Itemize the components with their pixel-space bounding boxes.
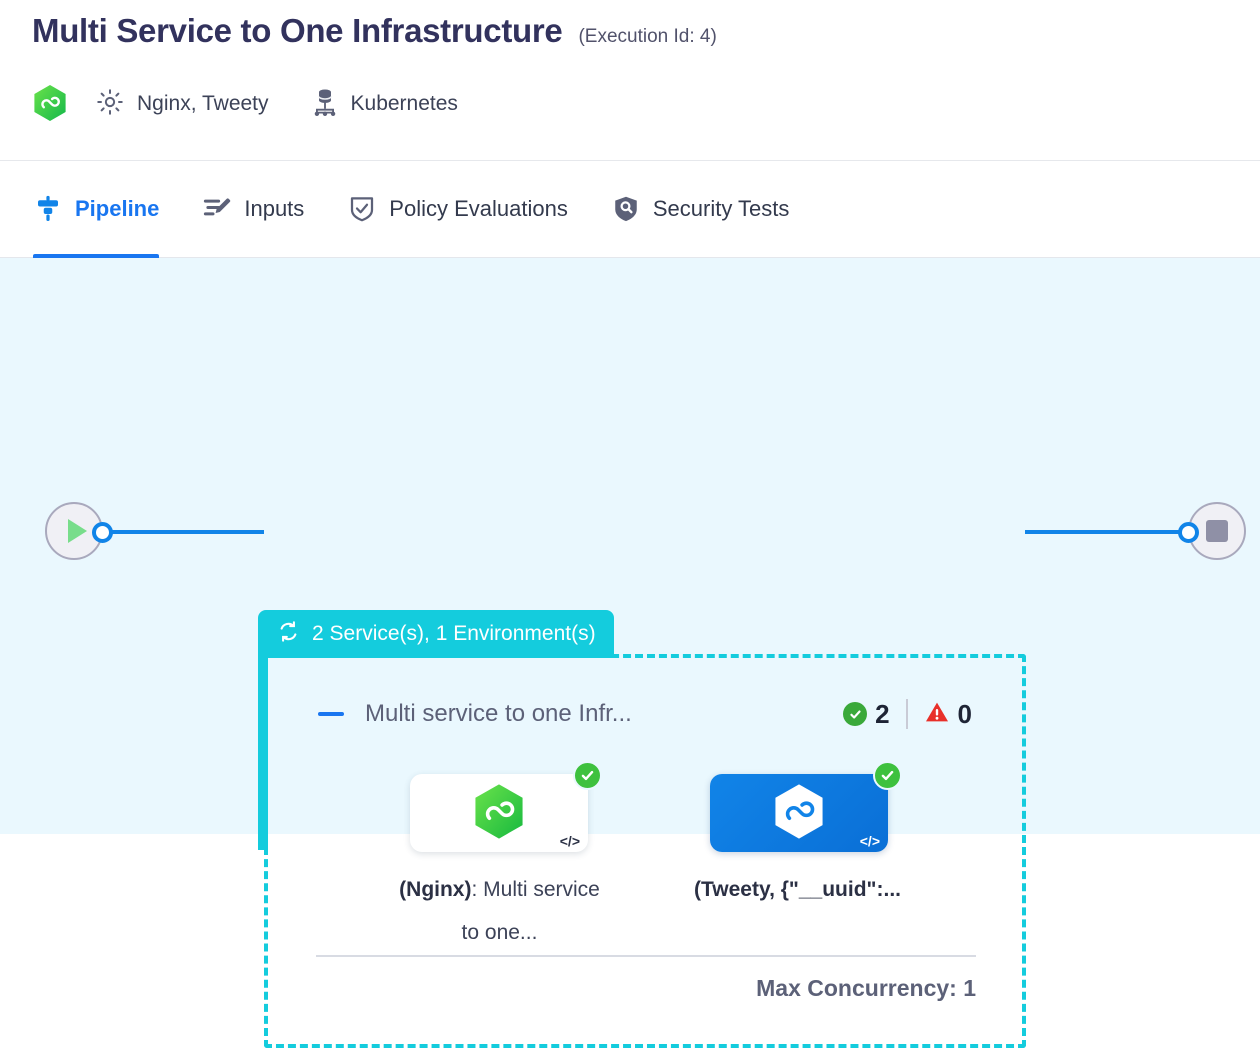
- start-connector-dot: [92, 522, 113, 543]
- service-node-label-nginx: (Nginx): Multi service to one...: [392, 868, 607, 954]
- service-node-label-rest: : Multi service to one...: [461, 878, 600, 944]
- service-node-tweety[interactable]: </>: [710, 761, 902, 852]
- service-node-nginx[interactable]: </>: [410, 761, 602, 852]
- success-count: 2: [875, 698, 890, 729]
- services-label: Nginx, Tweety: [137, 92, 269, 115]
- warning-triangle-icon: [924, 700, 950, 729]
- pipeline-start-node[interactable]: [45, 502, 103, 560]
- max-concurrency-label: Max Concurrency: 1: [756, 975, 976, 1001]
- tab-label: Inputs: [244, 196, 305, 221]
- group-counters: 2 0: [843, 699, 972, 730]
- connector-line-right: [1025, 530, 1190, 534]
- gear-icon: [95, 87, 125, 122]
- execution-id-label: (Execution Id: 4): [578, 26, 717, 47]
- database-network-icon: [311, 87, 339, 122]
- code-brackets-icon[interactable]: </>: [559, 833, 580, 849]
- service-node-label-tweety: (Tweety, {"__uuid":...: [690, 868, 905, 911]
- group-title: Multi service to one Infr...: [365, 700, 632, 727]
- tab-label: Security Tests: [652, 196, 790, 221]
- pipeline-canvas: 2 Service(s), 1 Environment(s) Multi ser…: [0, 258, 1260, 1048]
- minus-icon[interactable]: [318, 712, 344, 716]
- shield-check-icon: [347, 194, 377, 224]
- connector-line-left: [102, 530, 264, 534]
- check-circle-icon: [573, 761, 602, 790]
- hexagon-infinity-logo-icon: [771, 782, 827, 849]
- service-node-label-name: (Tweety, {"__uuid":...: [694, 878, 901, 901]
- tab-label: Pipeline: [75, 196, 160, 221]
- success-counter: 2: [843, 698, 890, 730]
- tab-policy-evaluations[interactable]: Policy Evaluations: [347, 161, 568, 258]
- group-badge-label: 2 Service(s), 1 Environment(s): [312, 622, 596, 645]
- inputs-edit-icon: [202, 194, 232, 224]
- group-left-accent-bar: [258, 650, 268, 850]
- stop-icon: [1206, 520, 1228, 542]
- hexagon-infinity-logo-icon: [471, 782, 527, 849]
- code-brackets-icon[interactable]: </>: [859, 833, 880, 849]
- counter-divider: [905, 699, 908, 729]
- check-circle-icon: [843, 702, 868, 726]
- shield-search-icon: [611, 194, 641, 224]
- tab-label: Policy Evaluations: [389, 196, 568, 221]
- page-header: Multi Service to One Infrastructure (Exe…: [0, 0, 1260, 161]
- end-connector-dot: [1178, 522, 1199, 543]
- tab-security-tests[interactable]: Security Tests: [611, 161, 790, 258]
- tab-pipeline[interactable]: Pipeline: [33, 161, 160, 258]
- product-logo-icon: [32, 84, 68, 124]
- play-icon: [67, 519, 87, 543]
- service-node-label-name: (Nginx): [399, 878, 472, 901]
- warning-counter: 0: [924, 699, 972, 730]
- check-circle-icon: [873, 761, 902, 790]
- infrastructure-label: Kubernetes: [350, 92, 458, 115]
- tab-inputs[interactable]: Inputs: [202, 161, 304, 258]
- tab-bar: Pipeline Inputs Policy Evaluations: [0, 161, 1260, 258]
- group-footer-divider: [316, 955, 976, 957]
- title-row: Multi Service to One Infrastructure (Exe…: [32, 12, 717, 50]
- warning-count: 0: [957, 698, 972, 729]
- group-header-row: Multi service to one Infr... 2: [318, 696, 972, 732]
- loop-refresh-icon: [276, 619, 301, 649]
- page-title: Multi Service to One Infrastructure: [32, 12, 563, 49]
- header-meta-row: Nginx, Tweety Kubernetes: [32, 83, 458, 125]
- group-badge[interactable]: 2 Service(s), 1 Environment(s): [258, 610, 614, 658]
- pipeline-icon: [33, 194, 63, 224]
